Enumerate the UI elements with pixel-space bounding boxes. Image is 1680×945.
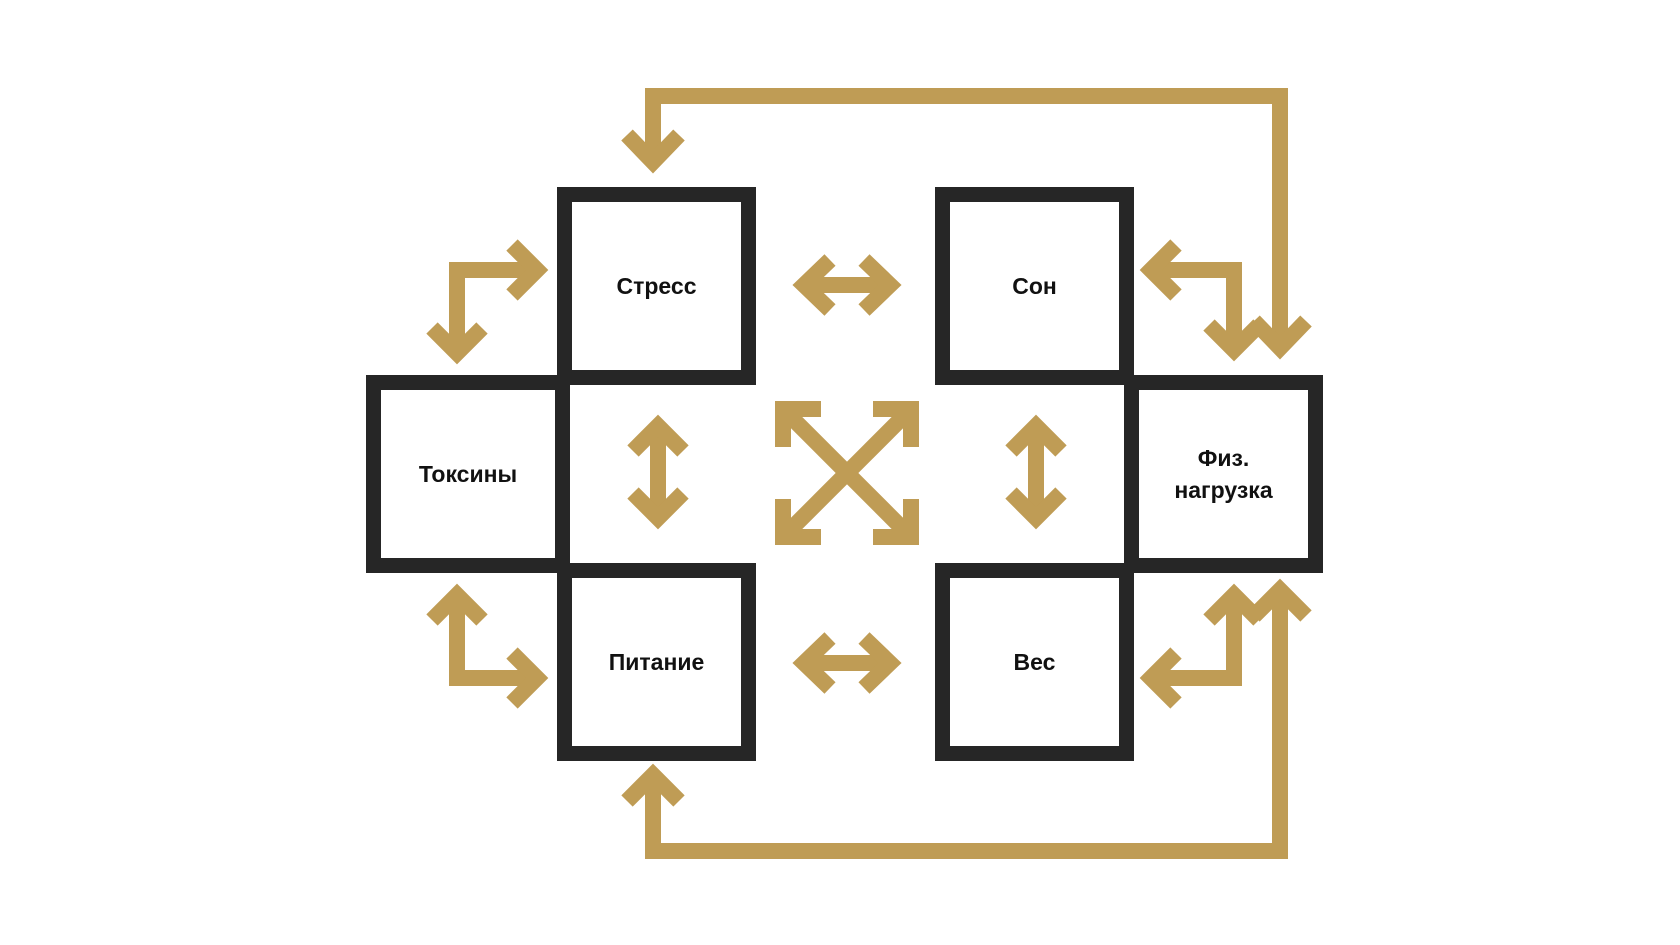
node-stress-label: Стресс xyxy=(616,273,697,299)
corner-arrow-sleep-activity-icon xyxy=(1139,239,1265,362)
corner-arrow-toxins-stress-icon xyxy=(426,239,549,365)
loop-arrow-bottom-icon xyxy=(621,578,1312,859)
node-weight: Вес xyxy=(935,563,1134,761)
node-sleep-label: Сон xyxy=(1012,273,1057,299)
node-stress: Стресс xyxy=(557,187,756,385)
node-nutrition: Питание xyxy=(557,563,756,761)
node-weight-label: Вес xyxy=(1013,649,1056,675)
double-arrow-stress-nutrition-icon xyxy=(627,414,689,530)
node-nutrition-label: Питание xyxy=(608,649,705,675)
node-activity-label: Физ. нагрузка xyxy=(1174,445,1273,503)
node-toxins-label: Токсины xyxy=(418,461,518,487)
corner-arrow-toxins-nutrition-icon xyxy=(426,583,549,709)
node-sleep: Сон xyxy=(935,187,1134,385)
double-arrow-nutrition-weight-icon xyxy=(792,632,902,694)
node-activity: Физ. нагрузка xyxy=(1124,375,1323,573)
double-arrow-sleep-weight-icon xyxy=(1005,414,1067,530)
cross-arrows-center-icon xyxy=(775,401,919,545)
double-arrow-stress-sleep-icon xyxy=(792,254,902,316)
corner-arrow-weight-activity-icon xyxy=(1139,583,1265,709)
node-toxins: Токсины xyxy=(366,375,570,573)
